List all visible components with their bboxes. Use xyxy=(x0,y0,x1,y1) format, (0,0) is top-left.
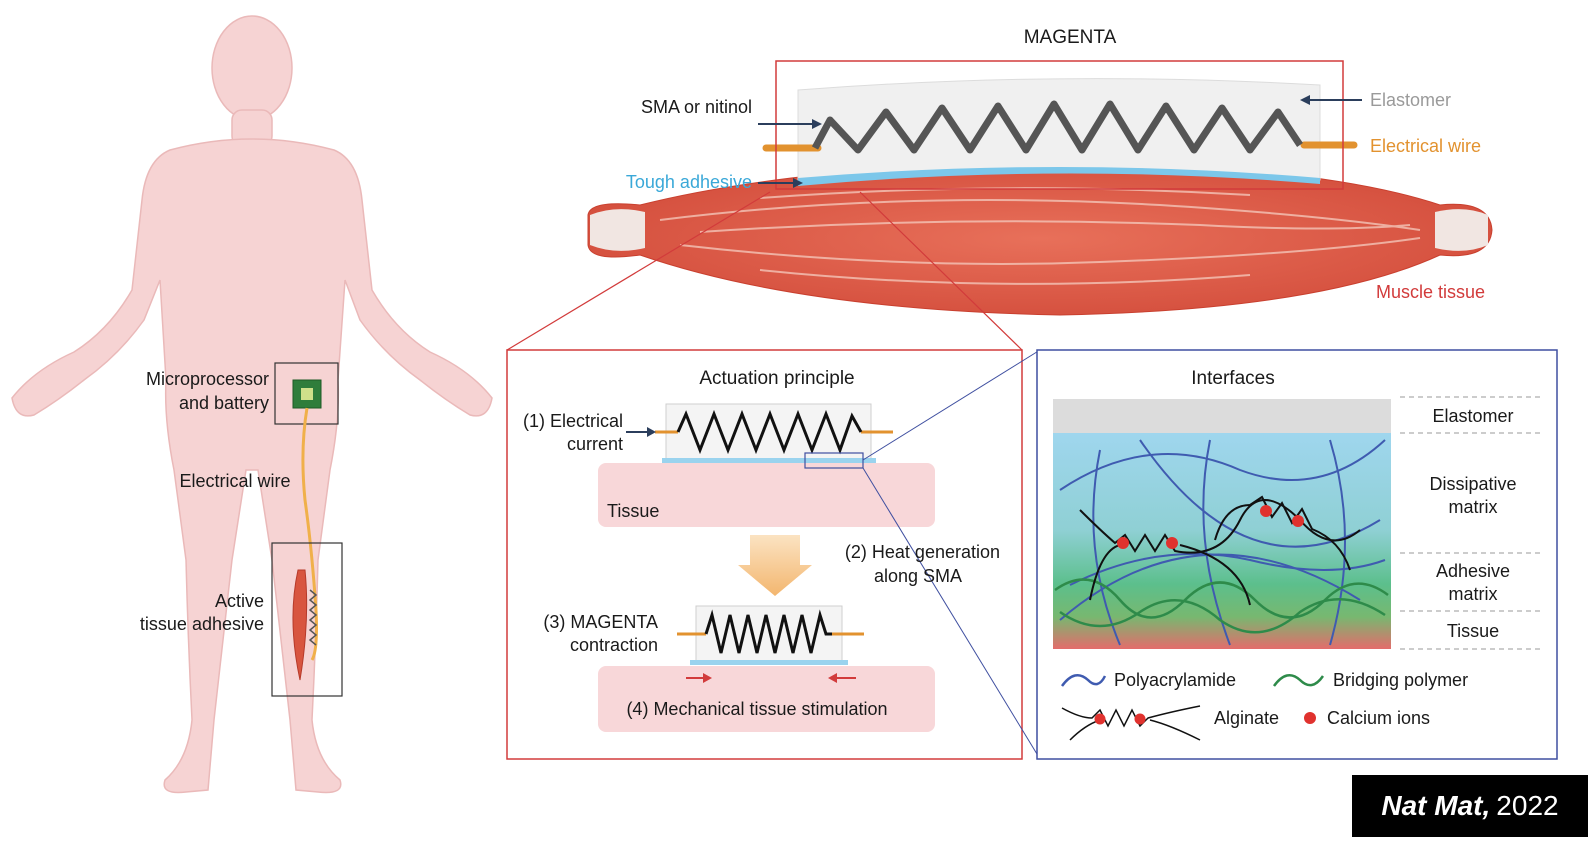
layer-label-adhesive-matrix: matrix xyxy=(1449,584,1498,604)
bridging-polymer-chains xyxy=(1054,578,1389,634)
legend-polyacrylamide: Polyacrylamide xyxy=(1114,670,1236,690)
legend-calcium-icon xyxy=(1304,712,1316,724)
label-electrical-wire-body: Electrical wire xyxy=(179,471,290,491)
layer-label-elastomer: Elastomer xyxy=(1432,406,1513,426)
magenta-title: MAGENTA xyxy=(1024,27,1117,48)
label-muscle-tissue: Muscle tissue xyxy=(1376,282,1485,302)
spring-2 xyxy=(704,609,832,654)
journal-name: Nat Mat, xyxy=(1381,790,1491,821)
label-tough-adhesive: Tough adhesive xyxy=(626,172,752,192)
spring-1 xyxy=(676,409,863,455)
label-contraction-1: (3) MAGENTA xyxy=(543,612,658,632)
label-elastomer-top: Elastomer xyxy=(1370,90,1451,110)
tissue-block-2 xyxy=(598,666,935,732)
label-heat-2: along SMA xyxy=(874,566,962,586)
label-sma: SMA or nitinol xyxy=(641,97,752,117)
label-microprocessor: Microprocessor xyxy=(146,369,269,389)
legend-bridging-icon xyxy=(1272,673,1325,687)
layer-label-adhesive: Adhesive xyxy=(1436,561,1510,581)
human-body-illustration xyxy=(11,15,493,794)
layer-label-dissipative: Dissipative xyxy=(1429,474,1516,494)
label-tissue-adhesive: tissue adhesive xyxy=(140,614,264,634)
legend-alginate: Alginate xyxy=(1214,708,1279,728)
actuation-title: Actuation principle xyxy=(699,368,854,389)
tissue-block-1 xyxy=(598,463,935,527)
interface-elastomer-layer xyxy=(1053,399,1391,433)
sma-spring xyxy=(811,100,1303,154)
muscle-tissue-illustration xyxy=(587,161,1493,316)
tough-adhesive-layer xyxy=(798,167,1320,186)
label-heat-1: (2) Heat generation xyxy=(845,542,1000,562)
zoom-box xyxy=(804,452,864,469)
layer-label-tissue: Tissue xyxy=(1447,621,1499,641)
process-arrow xyxy=(738,535,812,596)
layer-label-dissipative-matrix: matrix xyxy=(1449,497,1498,517)
label-current-2: current xyxy=(567,434,623,454)
label-current-1: (1) Electrical xyxy=(523,411,623,431)
active-adhesive-box xyxy=(271,542,343,697)
legend-calcium: Calcium ions xyxy=(1327,708,1430,728)
legend-bridging: Bridging polymer xyxy=(1333,670,1468,690)
legend-polyacrylamide-icon xyxy=(1060,673,1107,687)
journal-credit-badge: Nat Mat, 2022 xyxy=(1352,775,1588,837)
journal-year: 2022 xyxy=(1496,790,1559,821)
alginate-chains xyxy=(1079,495,1361,606)
label-active: Active xyxy=(215,591,264,611)
label-battery: and battery xyxy=(179,393,269,413)
label-stimulation: (4) Mechanical tissue stimulation xyxy=(626,699,887,719)
interfaces-title: Interfaces xyxy=(1191,368,1274,389)
label-contraction-2: contraction xyxy=(570,635,658,655)
label-electrical-wire-top: Electrical wire xyxy=(1370,136,1481,156)
calcium-ions xyxy=(1117,505,1304,549)
label-tissue-1: Tissue xyxy=(607,501,659,521)
